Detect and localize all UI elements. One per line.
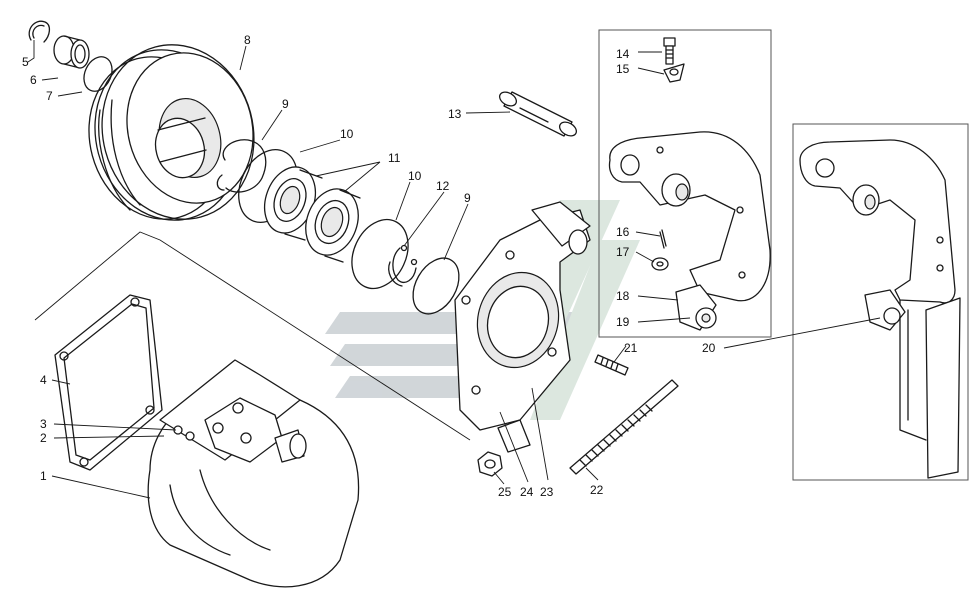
retaining-ring-5	[28, 20, 51, 43]
callout-19: 19	[616, 315, 630, 329]
callout-4: 4	[40, 373, 47, 387]
callout-16: 16	[616, 225, 630, 239]
callout-17: 17	[616, 245, 630, 259]
callout-20: 20	[702, 341, 716, 355]
callout-10-lower: 10	[408, 169, 422, 183]
cover-plate-outline	[34, 231, 471, 441]
callout-21: 21	[624, 341, 638, 355]
callout-11: 11	[388, 151, 401, 165]
callout-labels: 1 2 3 4 5 6 7 8 9 9 10 10 11 12 13 14 15…	[22, 33, 716, 499]
callout-24: 24	[520, 485, 534, 499]
lever-arm-upper	[608, 131, 771, 302]
callout-7: 7	[46, 89, 53, 103]
bushing-6	[53, 35, 90, 69]
callout-3: 3	[40, 417, 47, 431]
bearing-11-first	[263, 166, 323, 241]
mounting-bracket-23	[454, 201, 591, 453]
stud-21	[594, 354, 629, 376]
gasket-4	[54, 294, 163, 471]
housing-1	[147, 359, 360, 588]
bolt-14	[663, 37, 676, 65]
snap-ring-9-lower	[412, 257, 460, 315]
lock-washer-15	[663, 63, 685, 83]
snap-ring-9-upper	[216, 139, 267, 193]
pulley-8	[88, 44, 255, 221]
bearing-11-second	[305, 188, 361, 263]
callout-14: 14	[616, 47, 630, 61]
callout-15: 15	[616, 62, 630, 76]
detail-frame-upper	[598, 29, 772, 338]
callout-23: 23	[540, 485, 554, 499]
leader-lines	[27, 40, 881, 499]
callout-9-lower: 9	[464, 191, 471, 205]
callout-10-upper: 10	[340, 127, 354, 141]
threaded-rod-22	[569, 379, 679, 475]
pin-13	[498, 91, 578, 137]
callout-18: 18	[616, 289, 630, 303]
o-ring-7	[83, 56, 113, 92]
seal-ring-10-lower	[351, 218, 409, 290]
detail-frame-lower	[792, 123, 969, 481]
callout-25: 25	[498, 485, 512, 499]
callout-2: 2	[40, 431, 47, 445]
callout-6: 6	[30, 73, 37, 87]
callout-1: 1	[40, 469, 47, 483]
cotter-pin-16	[659, 229, 667, 249]
nut-25	[477, 451, 503, 477]
callout-9-upper: 9	[282, 97, 289, 111]
callout-13: 13	[448, 107, 462, 121]
callout-5: 5	[22, 55, 29, 69]
lever-assembly-lower	[799, 139, 961, 479]
callout-22: 22	[590, 483, 604, 497]
washer-17	[651, 257, 669, 271]
callout-12: 12	[436, 179, 450, 193]
circlip-12	[388, 244, 418, 287]
callout-8: 8	[244, 33, 251, 47]
